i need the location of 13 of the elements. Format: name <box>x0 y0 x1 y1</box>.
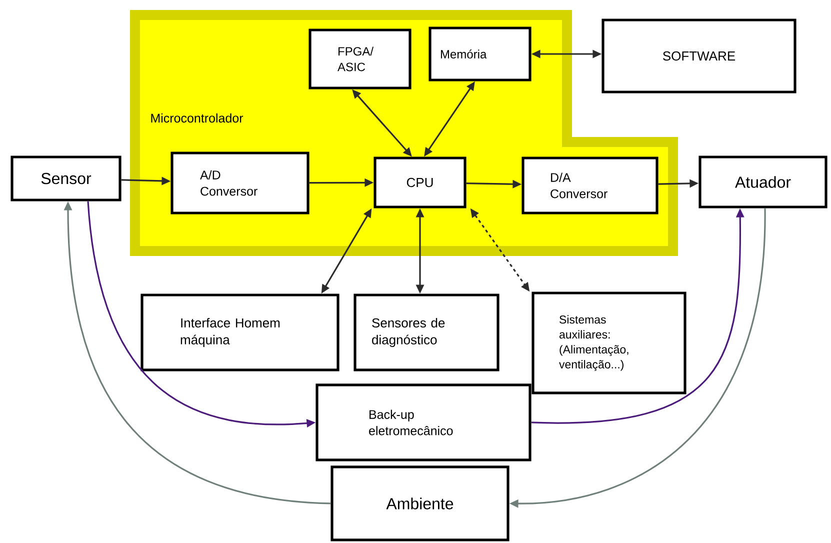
process-box: Back-up eletromecânico <box>316 384 532 462</box>
process-box: Ambiente <box>330 466 510 542</box>
process-box: Interface Homem máquina <box>140 294 340 372</box>
process-box: CPU <box>374 156 466 208</box>
process-box: FPGA/ ASIC <box>308 28 412 90</box>
process-box: Sensor <box>10 156 122 202</box>
process-box: Sensores de diagnóstico <box>354 294 500 372</box>
process-box: SOFTWARE <box>602 18 796 94</box>
process-box: Sistemas auxiliares: (Alimentação, ventilação...) <box>532 292 686 394</box>
process-box: A/D Conversor <box>170 152 310 214</box>
process-box: D/A Conversor <box>522 156 658 214</box>
process-box: Atuador <box>698 156 828 208</box>
process-box: Memória <box>428 26 532 82</box>
